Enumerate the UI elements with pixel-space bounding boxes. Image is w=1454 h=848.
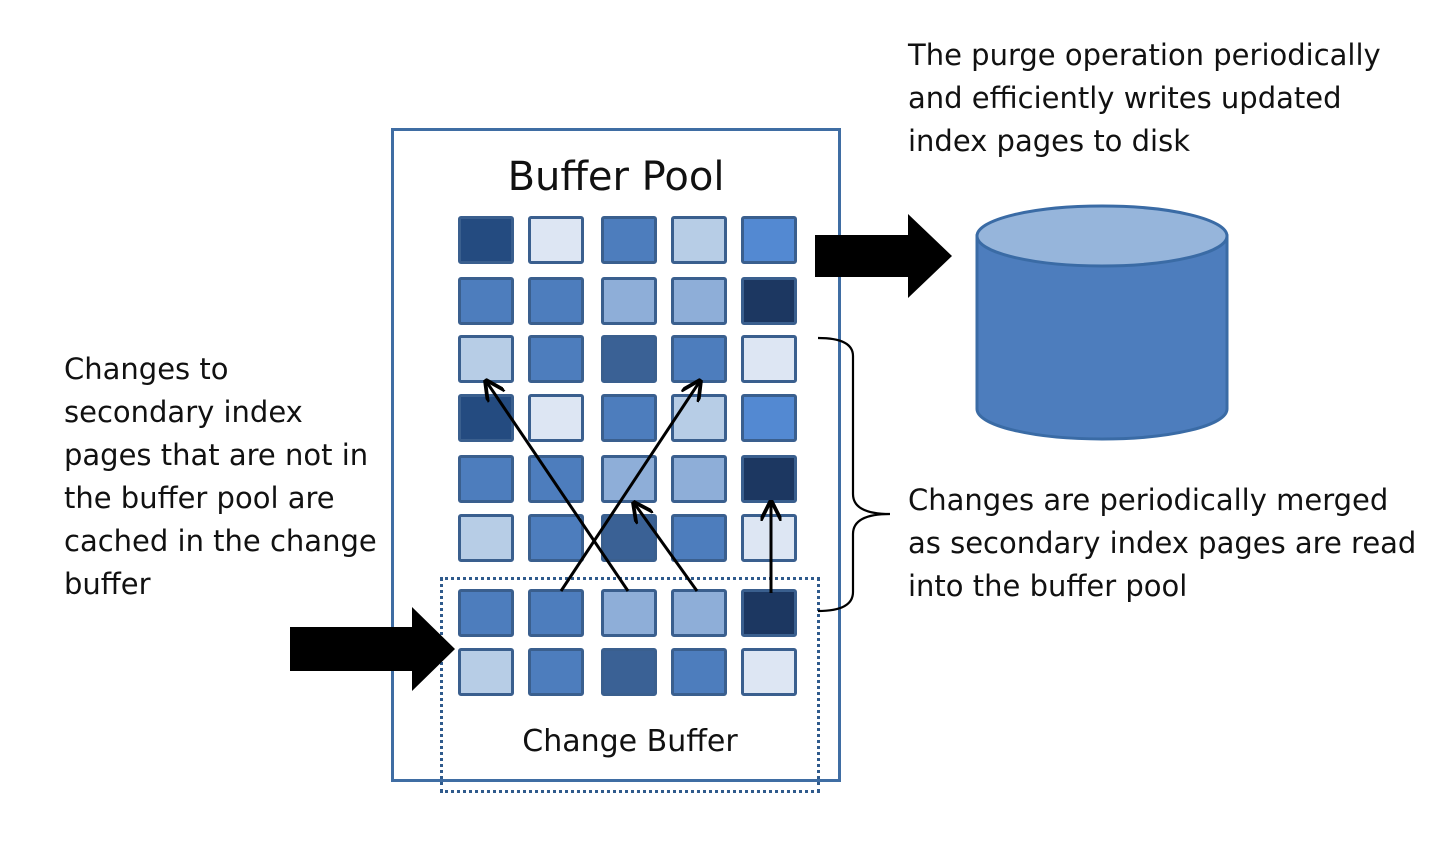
index-page bbox=[741, 335, 797, 383]
index-page bbox=[528, 589, 584, 637]
index-page bbox=[528, 394, 584, 442]
index-page bbox=[528, 277, 584, 325]
index-page bbox=[458, 648, 514, 696]
index-page bbox=[601, 455, 657, 503]
index-page bbox=[671, 514, 727, 562]
index-page bbox=[601, 277, 657, 325]
index-page bbox=[741, 455, 797, 503]
index-page bbox=[671, 335, 727, 383]
index-page bbox=[741, 589, 797, 637]
index-page bbox=[601, 589, 657, 637]
index-page bbox=[458, 335, 514, 383]
index-page bbox=[601, 648, 657, 696]
purge-operation-note: The purge operation periodically and eff… bbox=[908, 38, 1381, 158]
index-page bbox=[528, 514, 584, 562]
index-page bbox=[741, 277, 797, 325]
insert-arrow bbox=[290, 607, 455, 691]
index-page bbox=[601, 216, 657, 264]
change-cache-note: Changes to secondary index pages that ar… bbox=[64, 352, 377, 601]
merge-changes-note: Changes are periodically merged as secon… bbox=[908, 483, 1417, 603]
change-buffer-box: Change Buffer bbox=[440, 577, 820, 793]
index-page bbox=[458, 455, 514, 503]
purge-arrow bbox=[815, 214, 952, 298]
merge-arrow bbox=[486, 381, 630, 592]
merge-arrow bbox=[634, 503, 699, 592]
index-page bbox=[458, 514, 514, 562]
index-page bbox=[671, 277, 727, 325]
index-page bbox=[528, 335, 584, 383]
disk-icon bbox=[975, 204, 1229, 441]
index-page bbox=[671, 216, 727, 264]
buffer-pool-title: Buffer Pool bbox=[507, 154, 725, 200]
index-page bbox=[671, 589, 727, 637]
index-page bbox=[601, 394, 657, 442]
index-page bbox=[741, 216, 797, 264]
merge-arrow bbox=[559, 381, 700, 592]
index-page bbox=[741, 648, 797, 696]
index-page bbox=[458, 216, 514, 264]
index-page bbox=[671, 648, 727, 696]
merge-region-brace bbox=[817, 336, 891, 613]
index-page bbox=[741, 394, 797, 442]
index-page bbox=[528, 455, 584, 503]
index-page bbox=[671, 455, 727, 503]
index-page bbox=[458, 589, 514, 637]
index-page bbox=[458, 277, 514, 325]
disk-top bbox=[975, 204, 1229, 268]
index-page bbox=[528, 648, 584, 696]
index-page bbox=[528, 216, 584, 264]
buffer-pool-box: Buffer Pool bbox=[391, 128, 841, 782]
disk-body bbox=[975, 234, 1229, 441]
change-buffer-label: Change Buffer bbox=[522, 724, 738, 759]
index-page bbox=[741, 514, 797, 562]
index-page bbox=[601, 335, 657, 383]
